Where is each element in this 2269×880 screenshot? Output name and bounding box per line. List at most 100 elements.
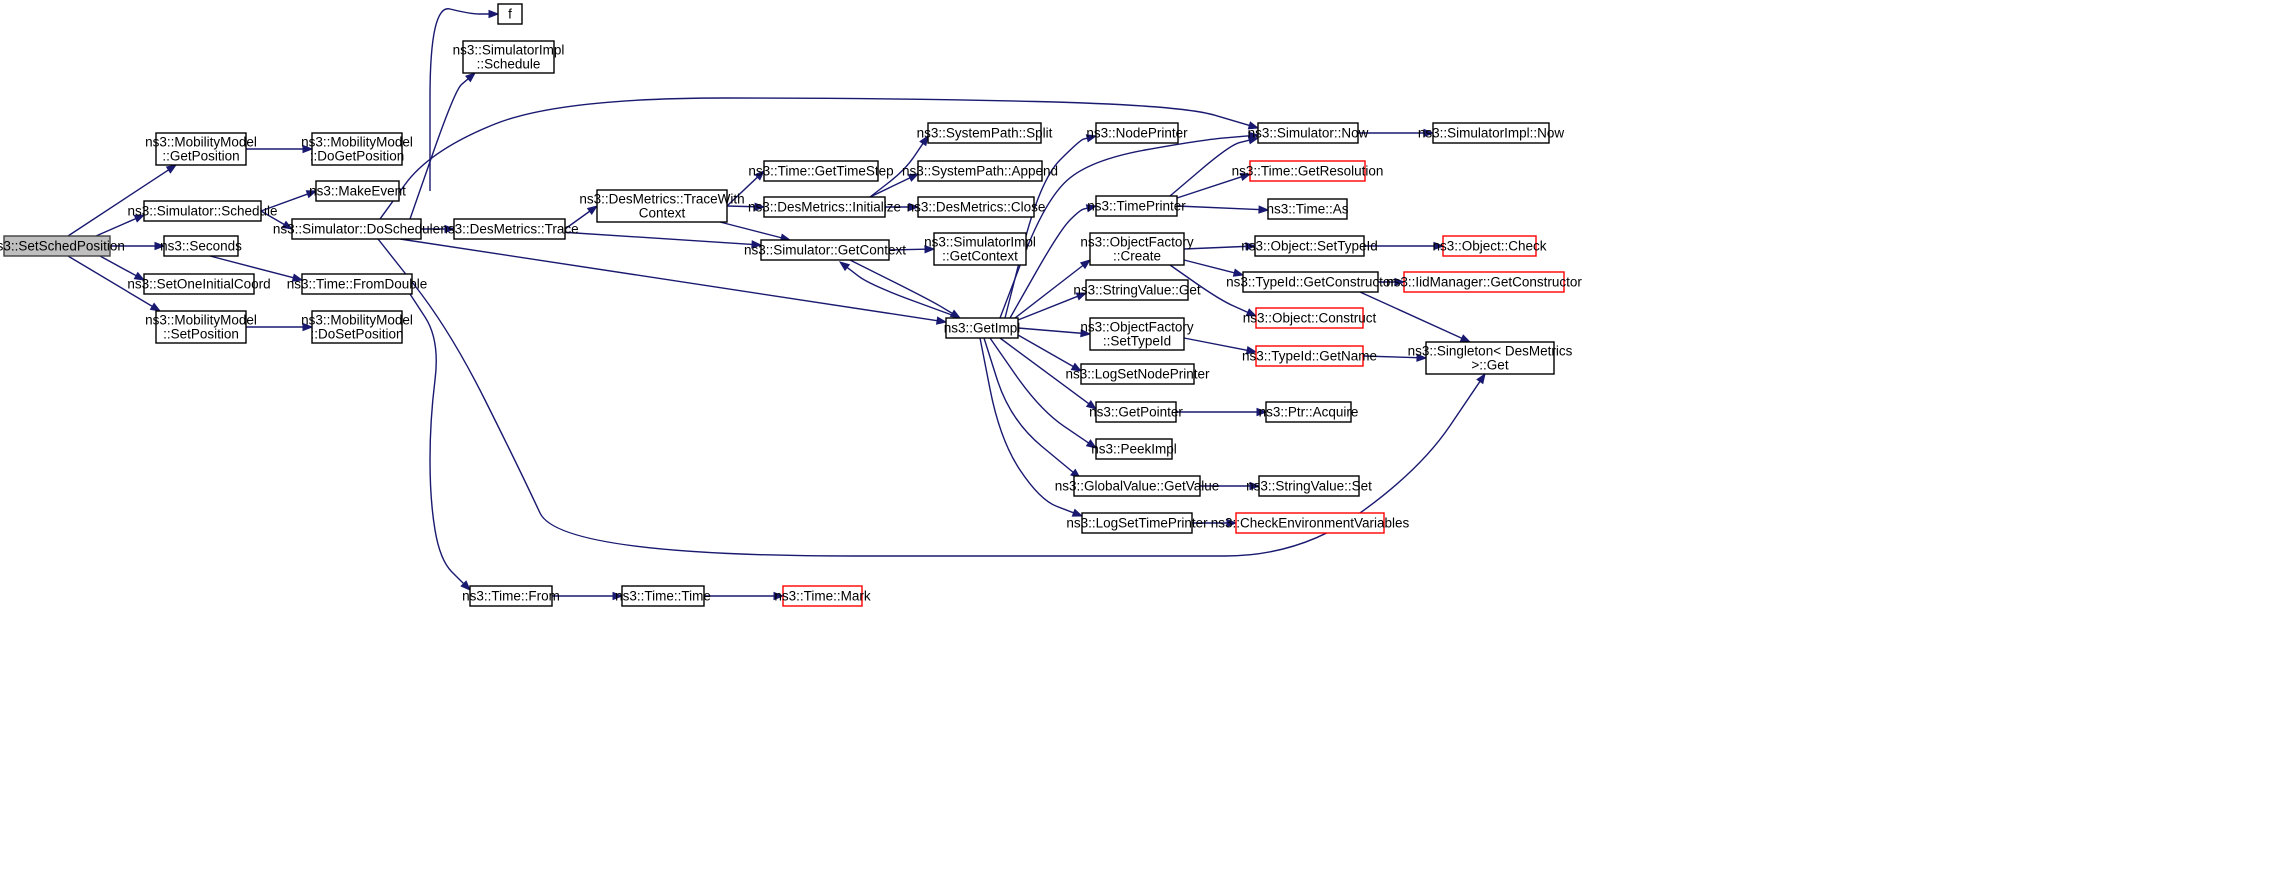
edge-line [1009,207,1088,319]
node-label: ns3::MobilityModel [145,313,257,328]
node-mm-dosetpos[interactable]: ns3::MobilityModel::DoSetPosition [301,310,413,344]
node-sim-schedule[interactable]: ns3::Simulator::Schedule [127,200,278,222]
node-gv-getvalue[interactable]: ns3::GlobalValue::GetValue [1055,475,1220,497]
node-sp-append[interactable]: ns3::SystemPath::Append [902,160,1058,182]
node-typeid-getname[interactable]: ns3::TypeId::GetName [1242,345,1377,367]
node-obj-construct[interactable]: ns3::Object::Construct [1243,307,1377,329]
edge-root-to-mm_getpos [67,164,178,237]
node-simimpl-getcontext[interactable]: ns3::SimulatorImpl::GetContext [924,232,1036,266]
edge-line [979,337,1074,514]
node-label: Context [639,206,686,221]
edge-line [67,255,153,307]
node-time-gettimestep[interactable]: ns3::Time::GetTimeStep [748,160,894,182]
node-box [1432,122,1550,144]
node-des-trace[interactable]: ns3::DesMetrics::Trace [440,218,579,240]
node-root[interactable]: ns3::SetSchedPosition [0,235,125,257]
node-singleton-get[interactable]: ns3::Singleton< DesMetrics>::Get [1408,341,1573,375]
node-box [311,310,403,344]
node-ptr-acquire[interactable]: ns3::Ptr::Acquire [1259,401,1359,423]
node-time-from[interactable]: ns3::Time::From [462,585,560,607]
edge-arrowhead [1070,362,1083,372]
node-label: ns3::SetSchedPosition [0,239,125,254]
node-typeid-getctor[interactable]: ns3::TypeId::GetConstructor [1226,271,1395,293]
node-peekimpl[interactable]: ns3::PeekImpl [1091,438,1177,460]
node-logsetnodeprinter[interactable]: ns3::LogSetNodePrinter [1065,363,1210,385]
node-obj-settypeid[interactable]: ns3::Object::SetTypeId [1241,235,1378,257]
node-sv-set[interactable]: ns3::StringValue::Set [1246,475,1372,497]
node-time-getres[interactable]: ns3::Time::GetResolution [1232,160,1384,182]
node-sim-now[interactable]: ns3::Simulator::Now [1248,122,1369,144]
edge-getimpl-to-nodeprinter [1004,134,1098,319]
edge-makeevent-to-f [429,8,500,191]
node-box [1442,235,1537,257]
edge-line [260,210,285,226]
edge-arrowhead [149,302,162,312]
node-des-init[interactable]: ns3::DesMetrics::Initialize [748,196,901,218]
edge-des_trace-to-sim_getcontext [559,231,763,249]
node-box [1095,122,1179,144]
node-label: ns3::Time::Time [615,589,711,604]
node-des-close[interactable]: ns3::DesMetrics::Close [907,196,1046,218]
node-sv-get[interactable]: ns3::StringValue::Get [1073,279,1201,301]
node-label: ns3::TypeId::GetName [1242,349,1377,364]
node-of-create[interactable]: ns3::ObjectFactory::Create [1080,232,1194,266]
node-logsettimeprinter[interactable]: ns3::LogSetTimePrinter [1066,512,1208,534]
node-sp-split[interactable]: ns3::SystemPath::Split [917,122,1053,144]
edge-arrowhead [302,144,314,154]
node-label: ns3::DesMetrics::Initialize [748,200,901,215]
edge-arrowhead [1075,292,1088,301]
edge-arrowhead [1085,134,1098,143]
node-label: ns3::Simulator::DoSchedule [273,222,440,237]
node-label: ns3::Time::As [1266,202,1348,217]
node-f[interactable]: f [497,3,523,25]
node-seconds[interactable]: ns3::Seconds [160,235,242,257]
node-mm-getpos[interactable]: ns3::MobilityModel::GetPosition [145,132,257,166]
edge-typeid_getname-to-singleton_get [1362,353,1428,362]
node-box [1267,198,1348,220]
node-of-settypeid[interactable]: ns3::ObjectFactory::SetTypeId [1080,317,1194,351]
edge-arrowhead [754,202,766,211]
node-box [1425,341,1555,375]
node-getimpl[interactable]: ns3::GetImpl [944,317,1021,339]
edge-getimpl-to-of_create [1014,259,1092,319]
node-setone[interactable]: ns3::SetOneInitialCoord [127,273,271,295]
node-box [453,218,566,240]
node-mm-setpos[interactable]: ns3::MobilityModel::SetPosition [145,310,257,344]
node-label: ns3::DesMetrics::TraceWith [579,192,744,207]
node-fromdouble[interactable]: ns3::Time::FromDouble [287,273,428,295]
edge-line [726,176,758,207]
node-simimpl-now[interactable]: ns3::SimulatorImpl::Now [1418,122,1565,144]
edge-of_create-to-typeid_getctor [1183,259,1245,277]
edge-arrowhead [1226,518,1238,528]
edge-arrowhead [924,244,936,254]
node-label: ::DoSetPosition [310,327,403,342]
edge-arrowhead [444,224,456,234]
node-box [291,218,422,240]
node-sim-getcontext[interactable]: ns3::Simulator::GetContext [744,239,906,261]
node-label: ns3::SetOneInitialCoord [127,277,270,292]
node-time-time[interactable]: ns3::Time::Time [615,585,711,607]
node-nodeprinter[interactable]: ns3::NodePrinter [1086,122,1188,144]
node-box [763,160,879,182]
node-label: ns3::Object::Construct [1243,311,1377,326]
node-iidmgr-getctor[interactable]: ns3::IidManager::GetConstructor [1386,271,1582,293]
nodes-layer: ns3::SetSchedPositionns3::MobilityModel:… [0,3,1582,607]
node-label: ns3::SimulatorImpl [453,43,565,58]
node-getpointer[interactable]: ns3::GetPointer [1089,401,1183,423]
node-mm-dogetpos[interactable]: ns3::MobilityModel::DoGetPosition [301,132,413,166]
node-time-mark[interactable]: ns3::Time::Mark [774,585,871,607]
node-checkenv[interactable]: ns3::CheckEnvironmentVariables [1211,512,1410,534]
node-obj-check[interactable]: ns3::Object::Check [1432,235,1547,257]
edge-getimpl-to-logsetnodeprinter [1017,334,1083,372]
edge-typeid_getctor-to-iidmgr_getctor [1378,277,1406,287]
edge-arrowhead [1232,268,1245,277]
node-timeprinter[interactable]: ns3::TimePrinter [1087,195,1186,217]
edge-of_settypeid-to-typeid_getname [1183,337,1258,355]
node-time-as[interactable]: ns3::Time::As [1266,198,1349,220]
node-makeevent[interactable]: ns3::MakeEvent [309,180,406,202]
node-label: ns3::SimulatorImpl [924,235,1036,250]
node-doschedule[interactable]: ns3::Simulator::DoSchedule [273,218,440,240]
node-box [782,585,863,607]
node-simimpl-schedule[interactable]: ns3::SimulatorImpl::Schedule [453,40,565,74]
